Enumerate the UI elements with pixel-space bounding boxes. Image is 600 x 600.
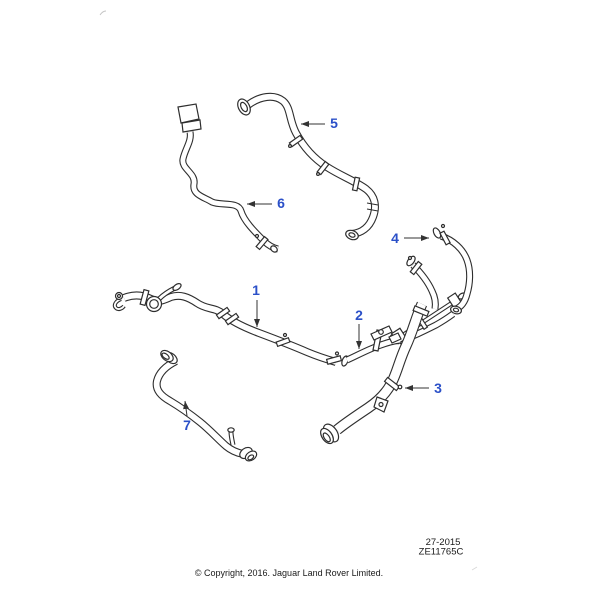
callout-4[interactable]: 4 <box>391 230 399 246</box>
hose7-stub-cap <box>227 427 235 433</box>
hose-part-4 <box>432 223 474 315</box>
hose3-end-ring <box>320 427 334 445</box>
hose5-left-end-fitting <box>237 98 251 116</box>
hose5-clamp-nub <box>288 144 293 149</box>
callout-6[interactable]: 6 <box>277 195 285 211</box>
hose4-body <box>440 233 473 312</box>
short-hose-clamp-nub <box>407 255 413 261</box>
callout-2[interactable]: 2 <box>355 307 363 323</box>
hose1-end-clamp-nub <box>334 351 340 356</box>
hose1-joint-band <box>224 312 240 326</box>
junction-assembly <box>389 255 471 345</box>
hose3-top-clamp <box>412 305 430 317</box>
hose4-flange <box>432 227 442 239</box>
hose5-right-end-fitting <box>345 229 359 241</box>
drawing-code: ZE11765C <box>419 547 464 558</box>
hose1-clamp-ring-inner <box>149 299 159 309</box>
hose2-bracket-tab <box>388 332 402 344</box>
hose4-clamp <box>439 230 451 246</box>
hose6-clamp-nub <box>254 233 260 239</box>
hose5-clamp-nub <box>316 172 321 177</box>
hose-part-1 <box>112 283 343 366</box>
hose6-square-connector <box>177 103 200 124</box>
page-code: 27-2015 <box>426 537 461 548</box>
hose5-rib <box>366 202 379 206</box>
scan-artifact-mark <box>471 566 478 571</box>
hose1-clip-nub <box>282 332 288 338</box>
short-hose-clamp <box>409 260 423 276</box>
hose7-top-end-rib <box>160 349 174 363</box>
hose6-body <box>180 131 279 252</box>
leader-line-7 <box>183 400 190 417</box>
hose-part-5 <box>237 92 379 241</box>
hose7-branch-stub <box>229 431 235 446</box>
callout-5[interactable]: 5 <box>330 115 338 131</box>
hose-part-7 <box>152 349 258 462</box>
junction-short-hose <box>411 263 438 310</box>
hose5-clamp <box>351 176 361 192</box>
hose1-end-clamp <box>325 355 343 365</box>
hose3-clamp-nub <box>397 384 403 390</box>
hose-part-2 <box>341 325 402 367</box>
hose3-mid-clamp <box>383 376 401 392</box>
hose1-branch-flange <box>172 283 182 291</box>
copyright-text: © Copyright, 2016. Jaguar Land Rover Lim… <box>195 568 383 578</box>
hose6-end-fitting <box>270 245 278 253</box>
scan-artifact-mark <box>99 10 107 16</box>
hose1-eyelet-hole <box>116 293 122 299</box>
hose-part-3 <box>320 301 430 445</box>
hose4-clamp-nub <box>440 223 446 229</box>
hose1-hook-end <box>113 298 125 310</box>
hose4-end-fitting <box>450 305 462 315</box>
hose1-collar <box>139 288 150 307</box>
callout-layer: 1 2 3 4 5 6 7 <box>183 115 442 433</box>
hose1-clip <box>275 336 291 348</box>
hose6-connector-band <box>181 119 202 133</box>
hose1-joint-band <box>215 306 231 320</box>
hose7-body <box>153 358 244 457</box>
hose5-rib <box>366 208 379 212</box>
hose3-body <box>333 301 428 435</box>
hose5-body <box>245 92 379 238</box>
callout-1[interactable]: 1 <box>252 282 260 298</box>
hose7-end-ring <box>244 450 258 462</box>
hose6-end-clamp <box>255 235 269 251</box>
hose2-bracket-hole <box>378 329 384 335</box>
hose5-body <box>246 93 378 237</box>
hose-part-6 <box>177 103 279 253</box>
hose3-bracket-hole <box>378 401 384 408</box>
callout-3[interactable]: 3 <box>434 380 442 396</box>
callout-7[interactable]: 7 <box>183 417 191 433</box>
